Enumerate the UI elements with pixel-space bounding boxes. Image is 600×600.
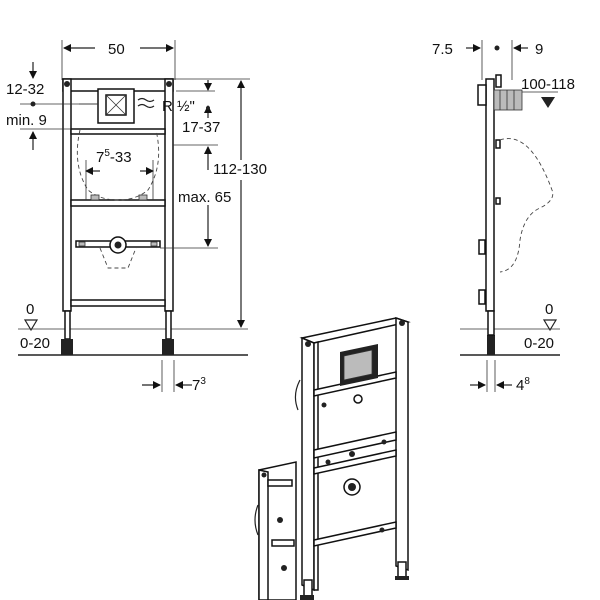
zero-label: 0 [26, 301, 34, 318]
depth-right: 9 [535, 41, 543, 58]
side-floor-label: 0-20 [524, 335, 554, 352]
side-foot-base: 4 [516, 377, 524, 394]
foot-sup: 3 [200, 376, 206, 387]
range-7-33-sup: 5 [104, 148, 110, 159]
svg-text:48: 48 [516, 376, 530, 394]
side-foot-sup: 8 [524, 376, 530, 387]
pipe-label: 100-118 [521, 76, 575, 93]
side-zero-label: 0 [545, 301, 553, 318]
perspective-view [254, 316, 411, 600]
wave-icon [137, 97, 155, 109]
svg-text:73: 73 [192, 376, 206, 394]
min-label: min. 9 [6, 112, 47, 129]
height-label: 112-130 [213, 161, 267, 178]
range-7-33-rest: -33 [110, 149, 132, 166]
max-label: max. 65 [178, 189, 231, 206]
front-view: 50 [6, 40, 267, 394]
floor-label: 0-20 [20, 335, 50, 352]
range-17-37: 17-37 [182, 119, 220, 136]
width-label: 50 [108, 41, 125, 58]
foot-base: 7 [192, 377, 200, 394]
thread-label: R ½" [162, 98, 195, 115]
offset-label: 12-32 [6, 81, 44, 98]
range-7-33-base: 7 [96, 149, 104, 166]
svg-text:75-33: 75-33 [96, 148, 132, 166]
side-view: 7.5 9 100-118 0 0-20 48 [432, 40, 575, 394]
depth-left: 7.5 [432, 41, 453, 58]
